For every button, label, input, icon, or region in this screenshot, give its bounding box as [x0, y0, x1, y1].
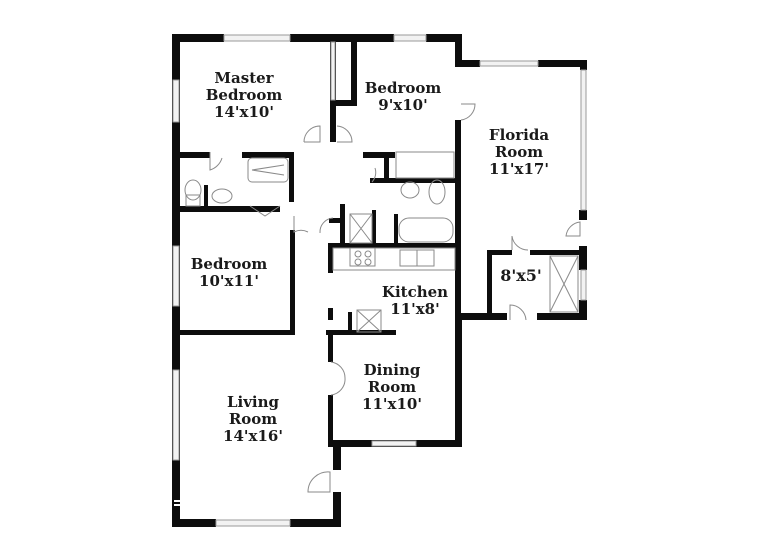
room-name-line2: Room: [494, 143, 544, 161]
room-label-florida-room: Florida Room 11'x17': [489, 127, 549, 178]
room-label-master-bedroom: Master Bedroom 14'x10': [206, 70, 283, 121]
room-name-line2: Bedroom: [205, 86, 283, 104]
room-name: Master: [214, 69, 274, 87]
room-name-line2: Room: [228, 410, 278, 428]
room-size: 14'x10': [214, 103, 274, 121]
room-name: Dining: [363, 361, 421, 379]
room-size: 11'x8': [390, 300, 440, 318]
room-size: 11'x10': [362, 395, 422, 413]
room-name: Kitchen: [381, 283, 449, 301]
room-label-bedroom-2: Bedroom 9'x10': [365, 80, 442, 114]
room-name: Bedroom: [364, 79, 442, 97]
room-size: 8'x5': [500, 266, 542, 285]
room-size: 10'x11': [199, 272, 259, 290]
room-name-line2: Room: [367, 378, 417, 396]
room-name: Florida: [488, 126, 550, 144]
room-label-living-room: Living Room 14'x16': [223, 394, 283, 445]
room-label-kitchen: Kitchen 11'x8': [382, 284, 448, 318]
room-name: Living: [226, 393, 280, 411]
room-size: 11'x17': [489, 160, 549, 178]
room-label-dining-room: Dining Room 11'x10': [362, 362, 422, 413]
room-size: 9'x10': [378, 96, 428, 114]
room-name: Bedroom: [190, 255, 268, 273]
room-size: 14'x16': [223, 427, 283, 445]
room-label-bedroom-3: Bedroom 10'x11': [191, 256, 268, 290]
room-label-utility: 8'x5': [500, 267, 542, 284]
